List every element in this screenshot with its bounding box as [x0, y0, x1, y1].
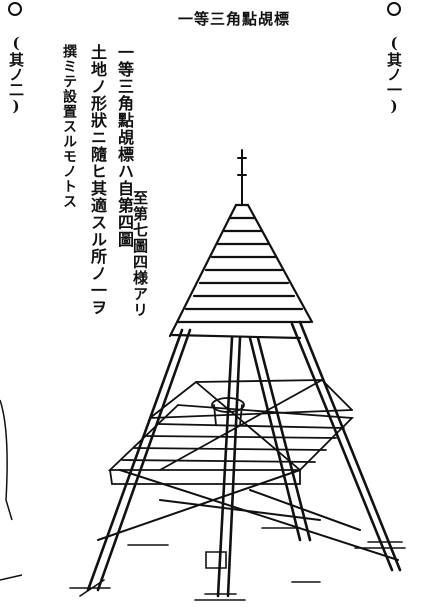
lower-bracing [97, 469, 399, 561]
roof-cone [168, 203, 314, 340]
text-column-2: 土地ノ形狀ニ隨ヒ其適スル所ノ一ヲ [88, 44, 107, 316]
text-column-2-text: 土地ノ形狀ニ隨ヒ其適スル所ノ一ヲ [88, 44, 107, 316]
observation-platform [107, 404, 355, 485]
left-edge-partial-figure [0, 399, 23, 581]
left-page-marker: (其ノ二) [7, 34, 25, 115]
text-column-1b: 至第七圖四様アリ [131, 190, 149, 318]
left-circle-mark [8, 2, 22, 16]
right-page-marker: (其ノ一) [385, 34, 403, 115]
ground-anchors [69, 527, 406, 601]
page-heading: 一等三角點覘標 [178, 10, 291, 28]
instrument-seat [211, 397, 245, 426]
text-column-1-part-b: 至第七圖四様アリ [131, 190, 149, 318]
text-column-1-part-a: 一等三角點覘標ハ自第四圖 [115, 44, 134, 248]
text-column-3: 撰ミテ設置スルモノトス [61, 44, 77, 209]
text-column-1: 一等三角點覘標ハ自第四圖 [115, 44, 134, 248]
text-column-3-text: 撰ミテ設置スルモノトス [61, 44, 77, 209]
right-circle-mark [387, 2, 401, 16]
upper-frame [149, 379, 353, 471]
tower-legs [86, 320, 402, 598]
